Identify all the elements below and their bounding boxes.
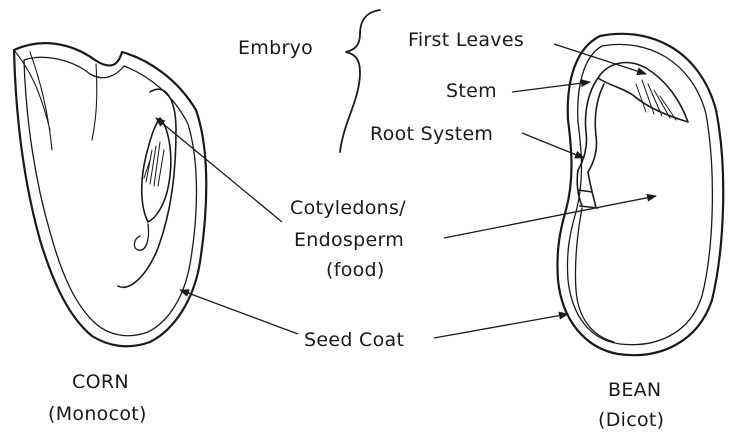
bean-leaf-shading bbox=[636, 80, 676, 120]
label-root-system: Root System bbox=[370, 123, 493, 145]
label-first-leaves: First Leaves bbox=[408, 29, 524, 51]
arrow-seed-coat-corn bbox=[180, 290, 298, 334]
label-cotyledons-1: Cotyledons/ bbox=[290, 197, 406, 219]
corn-embryo-shading bbox=[144, 142, 164, 186]
arrow-cotyledon-bean bbox=[444, 196, 656, 238]
bean-seed-drawing bbox=[557, 34, 723, 355]
label-cotyledons-3: (food) bbox=[326, 259, 385, 281]
arrow-seed-coat-bean bbox=[434, 314, 568, 338]
bean-type: (Dicot) bbox=[598, 409, 664, 431]
arrow-stem bbox=[512, 82, 590, 92]
bean-cotyledon-seam bbox=[575, 208, 614, 342]
bean-inner-layer bbox=[567, 44, 712, 344]
bean-name: BEAN bbox=[608, 379, 661, 401]
arrow-first-leaves bbox=[554, 44, 646, 74]
corn-name: CORN bbox=[72, 371, 129, 393]
label-stem: Stem bbox=[446, 80, 497, 102]
label-embryo: Embryo bbox=[238, 37, 313, 59]
corn-seed-drawing bbox=[14, 43, 206, 346]
arrow-root-system bbox=[522, 133, 584, 158]
label-seed-coat: Seed Coat bbox=[304, 329, 404, 351]
label-cotyledons-2: Endosperm bbox=[294, 229, 404, 251]
bean-first-leaves bbox=[598, 63, 688, 122]
corn-root-curl bbox=[134, 224, 148, 250]
corn-type: (Monocot) bbox=[48, 403, 147, 425]
